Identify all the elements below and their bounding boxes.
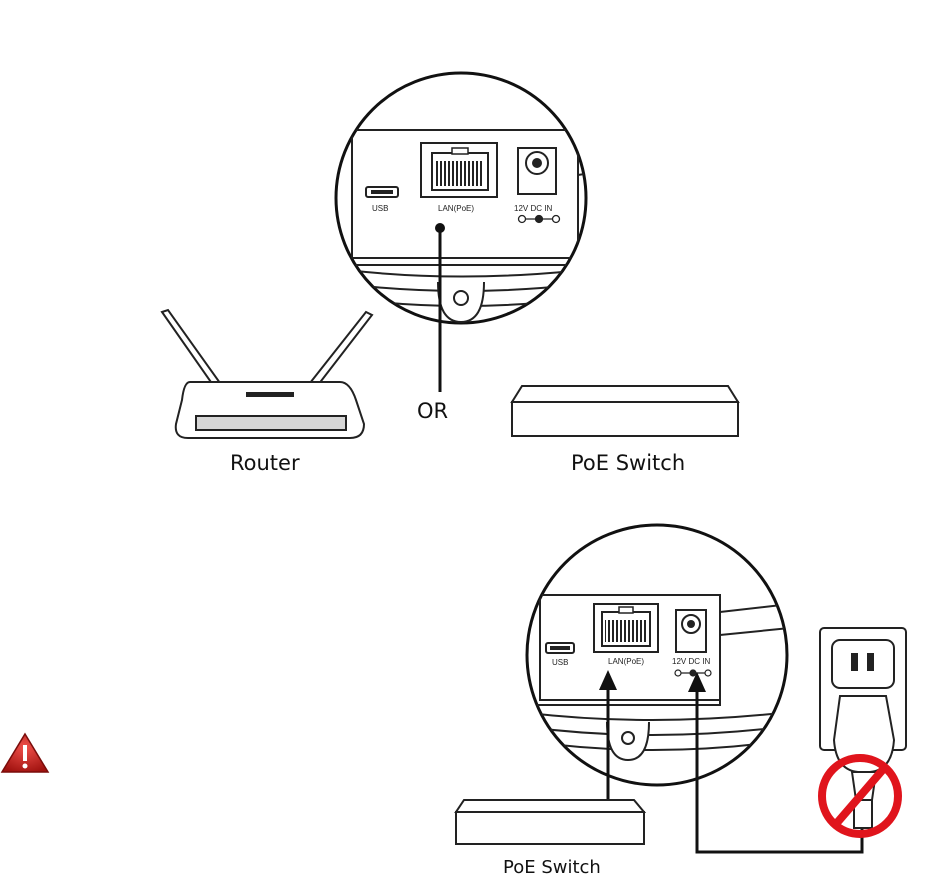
top-usb-label: USB [372,204,388,213]
router-icon [162,310,372,438]
bottom-usb-label: USB [552,658,568,667]
top-dc-port-icon [518,148,556,194]
top-usb-port-icon [366,187,398,197]
bottom-dc-polarity-icon [675,670,711,676]
router-label: Router [230,451,300,475]
bottom-poe-switch-label: PoE Switch [503,857,601,877]
bottom-camera-closeup: USB LAN(PoE) 12V DC IN [520,525,790,785]
top-lan-label: LAN(PoE) [438,204,474,213]
bottom-dc-label: 12V DC IN [672,657,710,666]
top-lan-port-icon [421,143,497,197]
top-dc-label: 12V DC IN [514,204,552,213]
bottom-dc-port-icon [676,610,706,652]
or-label: OR [417,399,448,423]
top-camera-closeup: USB LAN(PoE) 12V DC IN [330,73,610,392]
top-poe-switch-label: PoE Switch [571,451,685,475]
bottom-lan-port-icon [594,604,658,652]
bottom-lan-label: LAN(PoE) [608,657,644,666]
bottom-poe-switch-icon [456,800,644,844]
top-poe-switch-icon [512,386,738,436]
bottom-usb-port-icon [546,643,574,653]
warning-triangle-icon [2,734,48,772]
